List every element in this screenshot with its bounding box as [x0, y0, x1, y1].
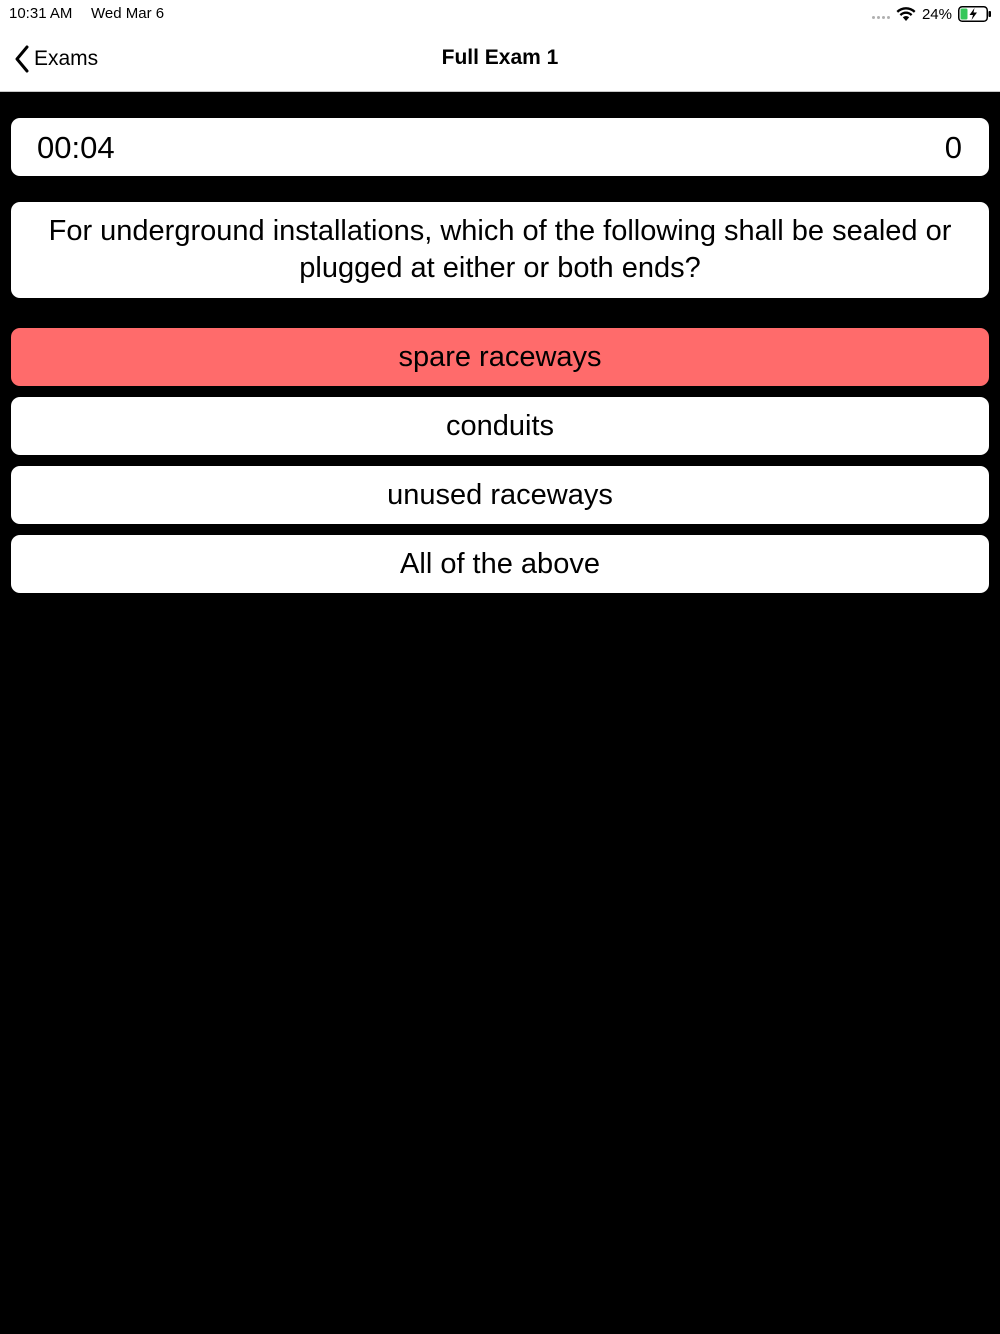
chevron-left-icon [15, 45, 29, 73]
exam-score: 0 [944, 130, 962, 165]
back-button[interactable]: Exams [14, 42, 98, 76]
status-indicators: 24% [871, 4, 992, 24]
status-time: 10:31 AM [9, 5, 73, 22]
answer-option-1[interactable]: spare raceways [11, 328, 989, 386]
wifi-icon [896, 7, 916, 21]
answer-option-4[interactable]: All of the above [11, 535, 989, 593]
timer-score-card: 00:04 0 [11, 118, 989, 176]
answer-option-3[interactable]: unused raceways [11, 466, 989, 524]
answer-option-label: spare raceways [398, 340, 602, 373]
battery-percent: 24% [921, 5, 952, 23]
exam-timer: 00:04 [37, 130, 115, 165]
navigation-bar: Exams Full Exam 1 [0, 28, 1000, 92]
answer-option-2[interactable]: conduits [11, 397, 989, 455]
answer-option-label: All of the above [400, 547, 600, 580]
answer-option-label: conduits [445, 409, 554, 442]
battery-charging-icon [958, 6, 991, 22]
cellular-signal-icon [871, 15, 890, 19]
answer-option-label: unused raceways [387, 478, 613, 511]
question-card: For underground installations, which of … [11, 202, 989, 298]
page-title: Full Exam 1 [441, 46, 559, 69]
status-bar: 10:31 AM Wed Mar 6 24% [0, 0, 1000, 28]
question-text: For underground installations, which of … [48, 215, 952, 284]
back-button-label: Exams [34, 47, 99, 70]
status-date: Wed Mar 6 [91, 5, 165, 22]
